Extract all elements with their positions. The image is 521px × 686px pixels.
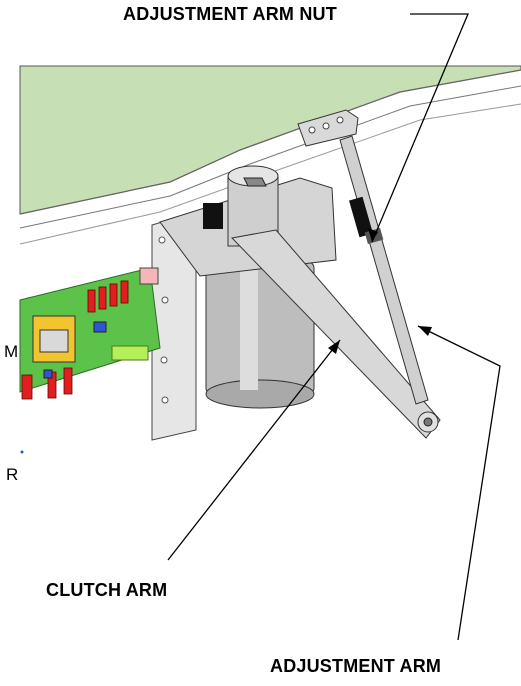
edge-dot <box>20 450 24 454</box>
arrow-adjustment-arm <box>418 326 432 336</box>
arrow-clutch-arm <box>328 340 340 354</box>
blue-chip <box>93 321 107 333</box>
blue-cap <box>43 369 53 379</box>
terminal-block <box>111 345 149 361</box>
black-clip <box>203 203 223 229</box>
label-clutch-arm: CLUTCH ARM <box>46 580 168 600</box>
edge-fragment-2: R <box>6 465 19 484</box>
leader-adjustment-arm <box>417 325 501 641</box>
leader-adjustment-arm-nut <box>371 13 469 243</box>
leader-clutch-arm <box>167 339 341 561</box>
frame-rail-lower <box>19 85 521 229</box>
arrow-adjustment-arm-nut <box>368 228 378 242</box>
top-bracket-holes <box>308 116 344 134</box>
bracket-holes <box>158 236 169 404</box>
motor-bottom <box>205 379 315 409</box>
rod-grip <box>349 196 373 238</box>
clutch-arm-shape <box>230 229 441 439</box>
label-adjustment-arm-nut: ADJUSTMENT ARM NUT <box>123 4 337 24</box>
red-connectors <box>21 280 129 400</box>
frame-rail <box>19 69 521 215</box>
pink-connector <box>139 267 159 285</box>
shaft-nut <box>243 177 267 187</box>
edge-fragment-1: M <box>4 342 19 361</box>
end-joint-pin <box>423 417 433 427</box>
motor-highlight <box>240 270 258 390</box>
transformer-core <box>39 329 69 353</box>
label-adjustment-arm: ADJUSTMENT ARM <box>270 656 442 676</box>
